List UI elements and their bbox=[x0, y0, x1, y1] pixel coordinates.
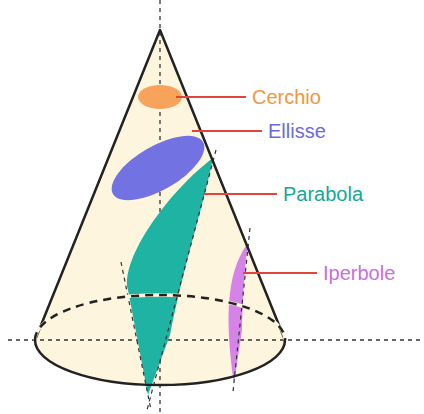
leader-line bbox=[176, 96, 246, 98]
leader-line bbox=[243, 272, 317, 274]
hyperbola-section bbox=[229, 243, 248, 383]
hyperbola-plane-line bbox=[233, 228, 250, 392]
parabola-plane-line bbox=[147, 150, 216, 410]
section-label: Parabola bbox=[283, 183, 363, 205]
parabola-section bbox=[127, 158, 213, 395]
leader-line bbox=[192, 130, 262, 132]
section-label: Cerchio bbox=[252, 86, 321, 108]
base-back-edge bbox=[35, 295, 285, 340]
section-label: Ellisse bbox=[268, 120, 326, 142]
parabola-plane-line bbox=[121, 262, 151, 410]
base-back-mask bbox=[35, 295, 285, 340]
base-plane-line bbox=[8, 339, 420, 340]
leader-line bbox=[203, 193, 277, 195]
circle-section bbox=[138, 85, 182, 109]
section-label: Iperbole bbox=[323, 262, 395, 284]
cone-outline bbox=[35, 30, 285, 385]
